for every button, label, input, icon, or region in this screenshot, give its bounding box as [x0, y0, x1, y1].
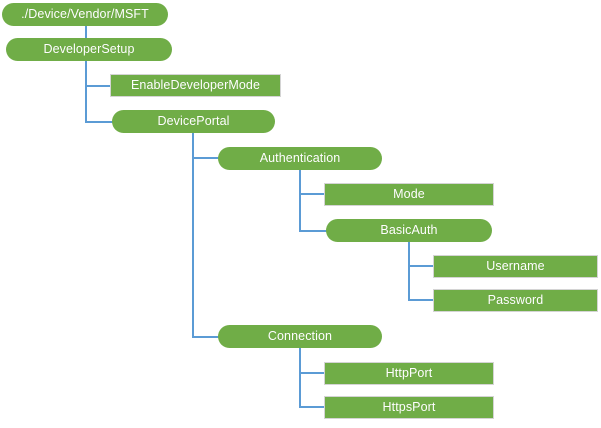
connector-to-http-port [299, 372, 325, 374]
connector-device-portal-stub [192, 132, 194, 137]
node-label-enable-developer-mode: EnableDeveloperMode [130, 78, 261, 93]
connector-to-mode [299, 193, 325, 195]
node-label-username: Username [486, 259, 545, 274]
node-label-mode: Mode [393, 187, 425, 202]
node-label-root: ./Device/Vendor/MSFT [21, 7, 149, 22]
node-password[interactable]: Password [433, 289, 598, 312]
node-enable-developer-mode[interactable]: EnableDeveloperMode [110, 74, 281, 97]
node-label-http-port: HttpPort [385, 366, 433, 381]
node-http-port[interactable]: HttpPort [324, 362, 494, 385]
connector-auth-stub [299, 169, 301, 174]
connector-to-password [408, 299, 434, 301]
node-authentication[interactable]: Authentication [218, 147, 382, 170]
node-label-authentication: Authentication [259, 151, 341, 166]
node-mode[interactable]: Mode [324, 183, 494, 206]
node-root[interactable]: ./Device/Vendor/MSFT [2, 3, 168, 26]
node-device-portal[interactable]: DevicePortal [112, 110, 275, 133]
node-connection[interactable]: Connection [218, 325, 382, 348]
node-label-device-portal: DevicePortal [157, 114, 230, 129]
node-username[interactable]: Username [433, 255, 598, 278]
connector-root-to-developer-setup [85, 25, 87, 39]
connector-to-basic-auth [299, 230, 327, 232]
connector-to-device-portal [85, 121, 113, 123]
connector-auth-trunk [299, 174, 301, 232]
connector-to-username [408, 265, 434, 267]
connector-developer-setup-trunk [85, 60, 87, 122]
node-basic-auth[interactable]: BasicAuth [326, 219, 492, 242]
node-label-https-port: HttpsPort [382, 400, 436, 415]
connector-connection-stub [299, 347, 301, 352]
node-label-basic-auth: BasicAuth [380, 223, 438, 238]
node-label-developer-setup: DeveloperSetup [43, 42, 135, 57]
connector-basic-auth-stub [408, 241, 410, 246]
node-label-connection: Connection [267, 329, 333, 344]
node-https-port[interactable]: HttpsPort [324, 396, 494, 419]
connector-basic-auth-trunk [408, 246, 410, 301]
connector-to-authentication [192, 157, 220, 159]
connector-to-connection [192, 336, 220, 338]
connector-to-enable-developer-mode [85, 85, 111, 87]
connector-connection-trunk [299, 352, 301, 407]
connector-to-https-port [299, 406, 325, 408]
node-developer-setup[interactable]: DeveloperSetup [6, 38, 172, 61]
connector-device-portal-trunk [192, 137, 194, 338]
node-label-password: Password [487, 293, 544, 308]
